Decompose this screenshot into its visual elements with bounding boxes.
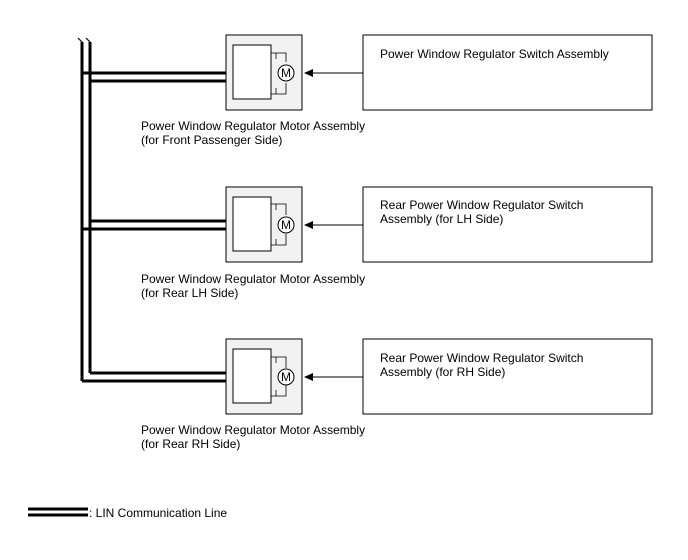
switch-label-line1: Rear Power Window Regulator Switch: [380, 351, 583, 365]
switch-label-line1: Power Window Regulator Switch Assembly: [380, 47, 609, 61]
lin-branch-rear-lh: [82, 219, 226, 231]
motor-label-line1: Power Window Regulator Motor Assembly: [141, 119, 365, 133]
lin-branch-rear-rh: [82, 371, 226, 383]
switch-label-line2: Assembly (for RH Side): [380, 365, 505, 379]
motor-icon: [277, 368, 295, 386]
motor-assembly-front-passenger: M: [225, 34, 303, 111]
motor-label-line1: Power Window Regulator Motor Assembly: [141, 423, 365, 437]
motor-label-line2: (for Rear LH Side): [141, 286, 238, 300]
motor-icon: [277, 64, 295, 82]
motor-label-line1: Power Window Regulator Motor Assembly: [141, 272, 365, 286]
legend: : LIN Communication Line: [28, 506, 227, 520]
lin-bus-trunk: [77, 37, 92, 381]
motor-assembly-rear-lh: M: [225, 186, 303, 263]
switch-assembly-main: Power Window Regulator Switch Assembly: [362, 34, 653, 111]
signal-arrow-front-passenger: [304, 69, 363, 77]
signal-arrow-rear-rh: [304, 373, 363, 381]
switch-label-line2: Assembly (for LH Side): [380, 212, 503, 226]
motor-symbol: M: [281, 218, 291, 232]
motor-label-line2: (for Front Passenger Side): [141, 133, 282, 147]
motor-icon: [277, 216, 295, 234]
motor-assembly-rear-rh: M: [225, 338, 303, 415]
motor-symbol: M: [281, 370, 291, 384]
motor-symbol: M: [281, 66, 291, 80]
switch-label-line1: Rear Power Window Regulator Switch: [380, 198, 583, 212]
signal-arrow-rear-lh: [304, 221, 363, 229]
lin-branch-front-passenger: [82, 71, 226, 83]
switch-assembly-rear-lh: Rear Power Window Regulator Switch Assem…: [362, 186, 653, 263]
legend-label: : LIN Communication Line: [89, 506, 227, 520]
motor-label-line2: (for Rear RH Side): [141, 437, 240, 451]
switch-assembly-rear-rh: Rear Power Window Regulator Switch Assem…: [362, 338, 653, 415]
